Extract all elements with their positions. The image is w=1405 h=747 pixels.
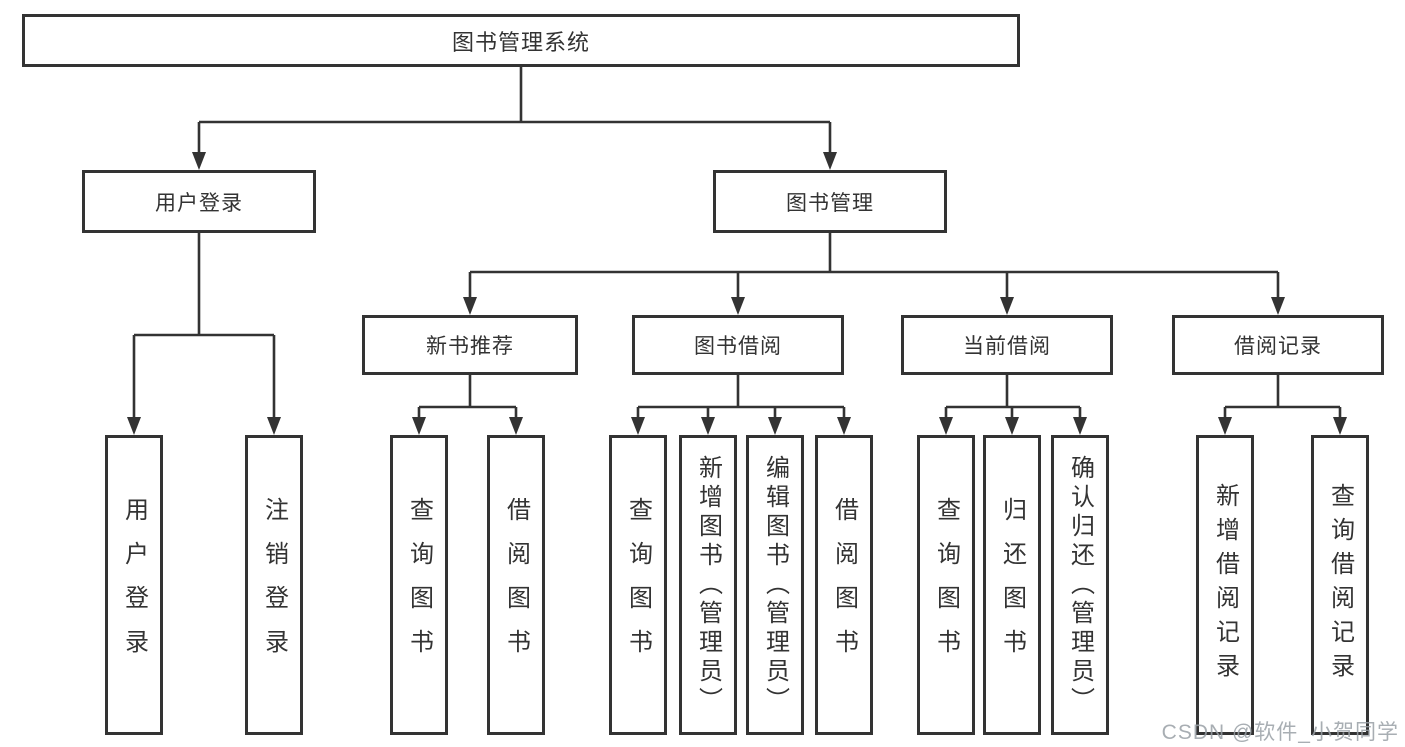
leaf-user-login: 用户登录 xyxy=(105,435,163,735)
leaf-logout: 注销登录 xyxy=(245,435,303,735)
leaf-newbook-query-books: 查询图书 xyxy=(390,435,448,735)
node-user-login: 用户登录 xyxy=(82,170,316,233)
node-new-book-recommend: 新书推荐 xyxy=(362,315,578,375)
leaf-records-query-record: 查询借阅记录 xyxy=(1311,435,1369,735)
leaf-borrowing-query-books: 查询图书 xyxy=(609,435,667,735)
csdn-watermark: CSDN @软件_小贺同学 xyxy=(1161,721,1399,744)
leaf-newbook-borrow-books: 借阅图书 xyxy=(487,435,545,735)
leaf-records-add-record: 新增借阅记录 xyxy=(1196,435,1254,735)
leaf-current-confirm-return-admin: 确认归还（管理员） xyxy=(1051,435,1109,735)
node-book-borrowing: 图书借阅 xyxy=(632,315,844,375)
leaf-borrowing-borrow-books: 借阅图书 xyxy=(815,435,873,735)
node-borrow-records: 借阅记录 xyxy=(1172,315,1384,375)
node-root: 图书管理系统 xyxy=(22,14,1020,67)
leaf-borrowing-edit-books-admin: 编辑图书（管理员） xyxy=(746,435,804,735)
leaf-borrowing-add-books-admin: 新增图书（管理员） xyxy=(679,435,737,735)
node-book-management: 图书管理 xyxy=(713,170,947,233)
node-current-borrowing: 当前借阅 xyxy=(901,315,1113,375)
leaf-current-query-books: 查询图书 xyxy=(917,435,975,735)
leaf-current-return-books: 归还图书 xyxy=(983,435,1041,735)
